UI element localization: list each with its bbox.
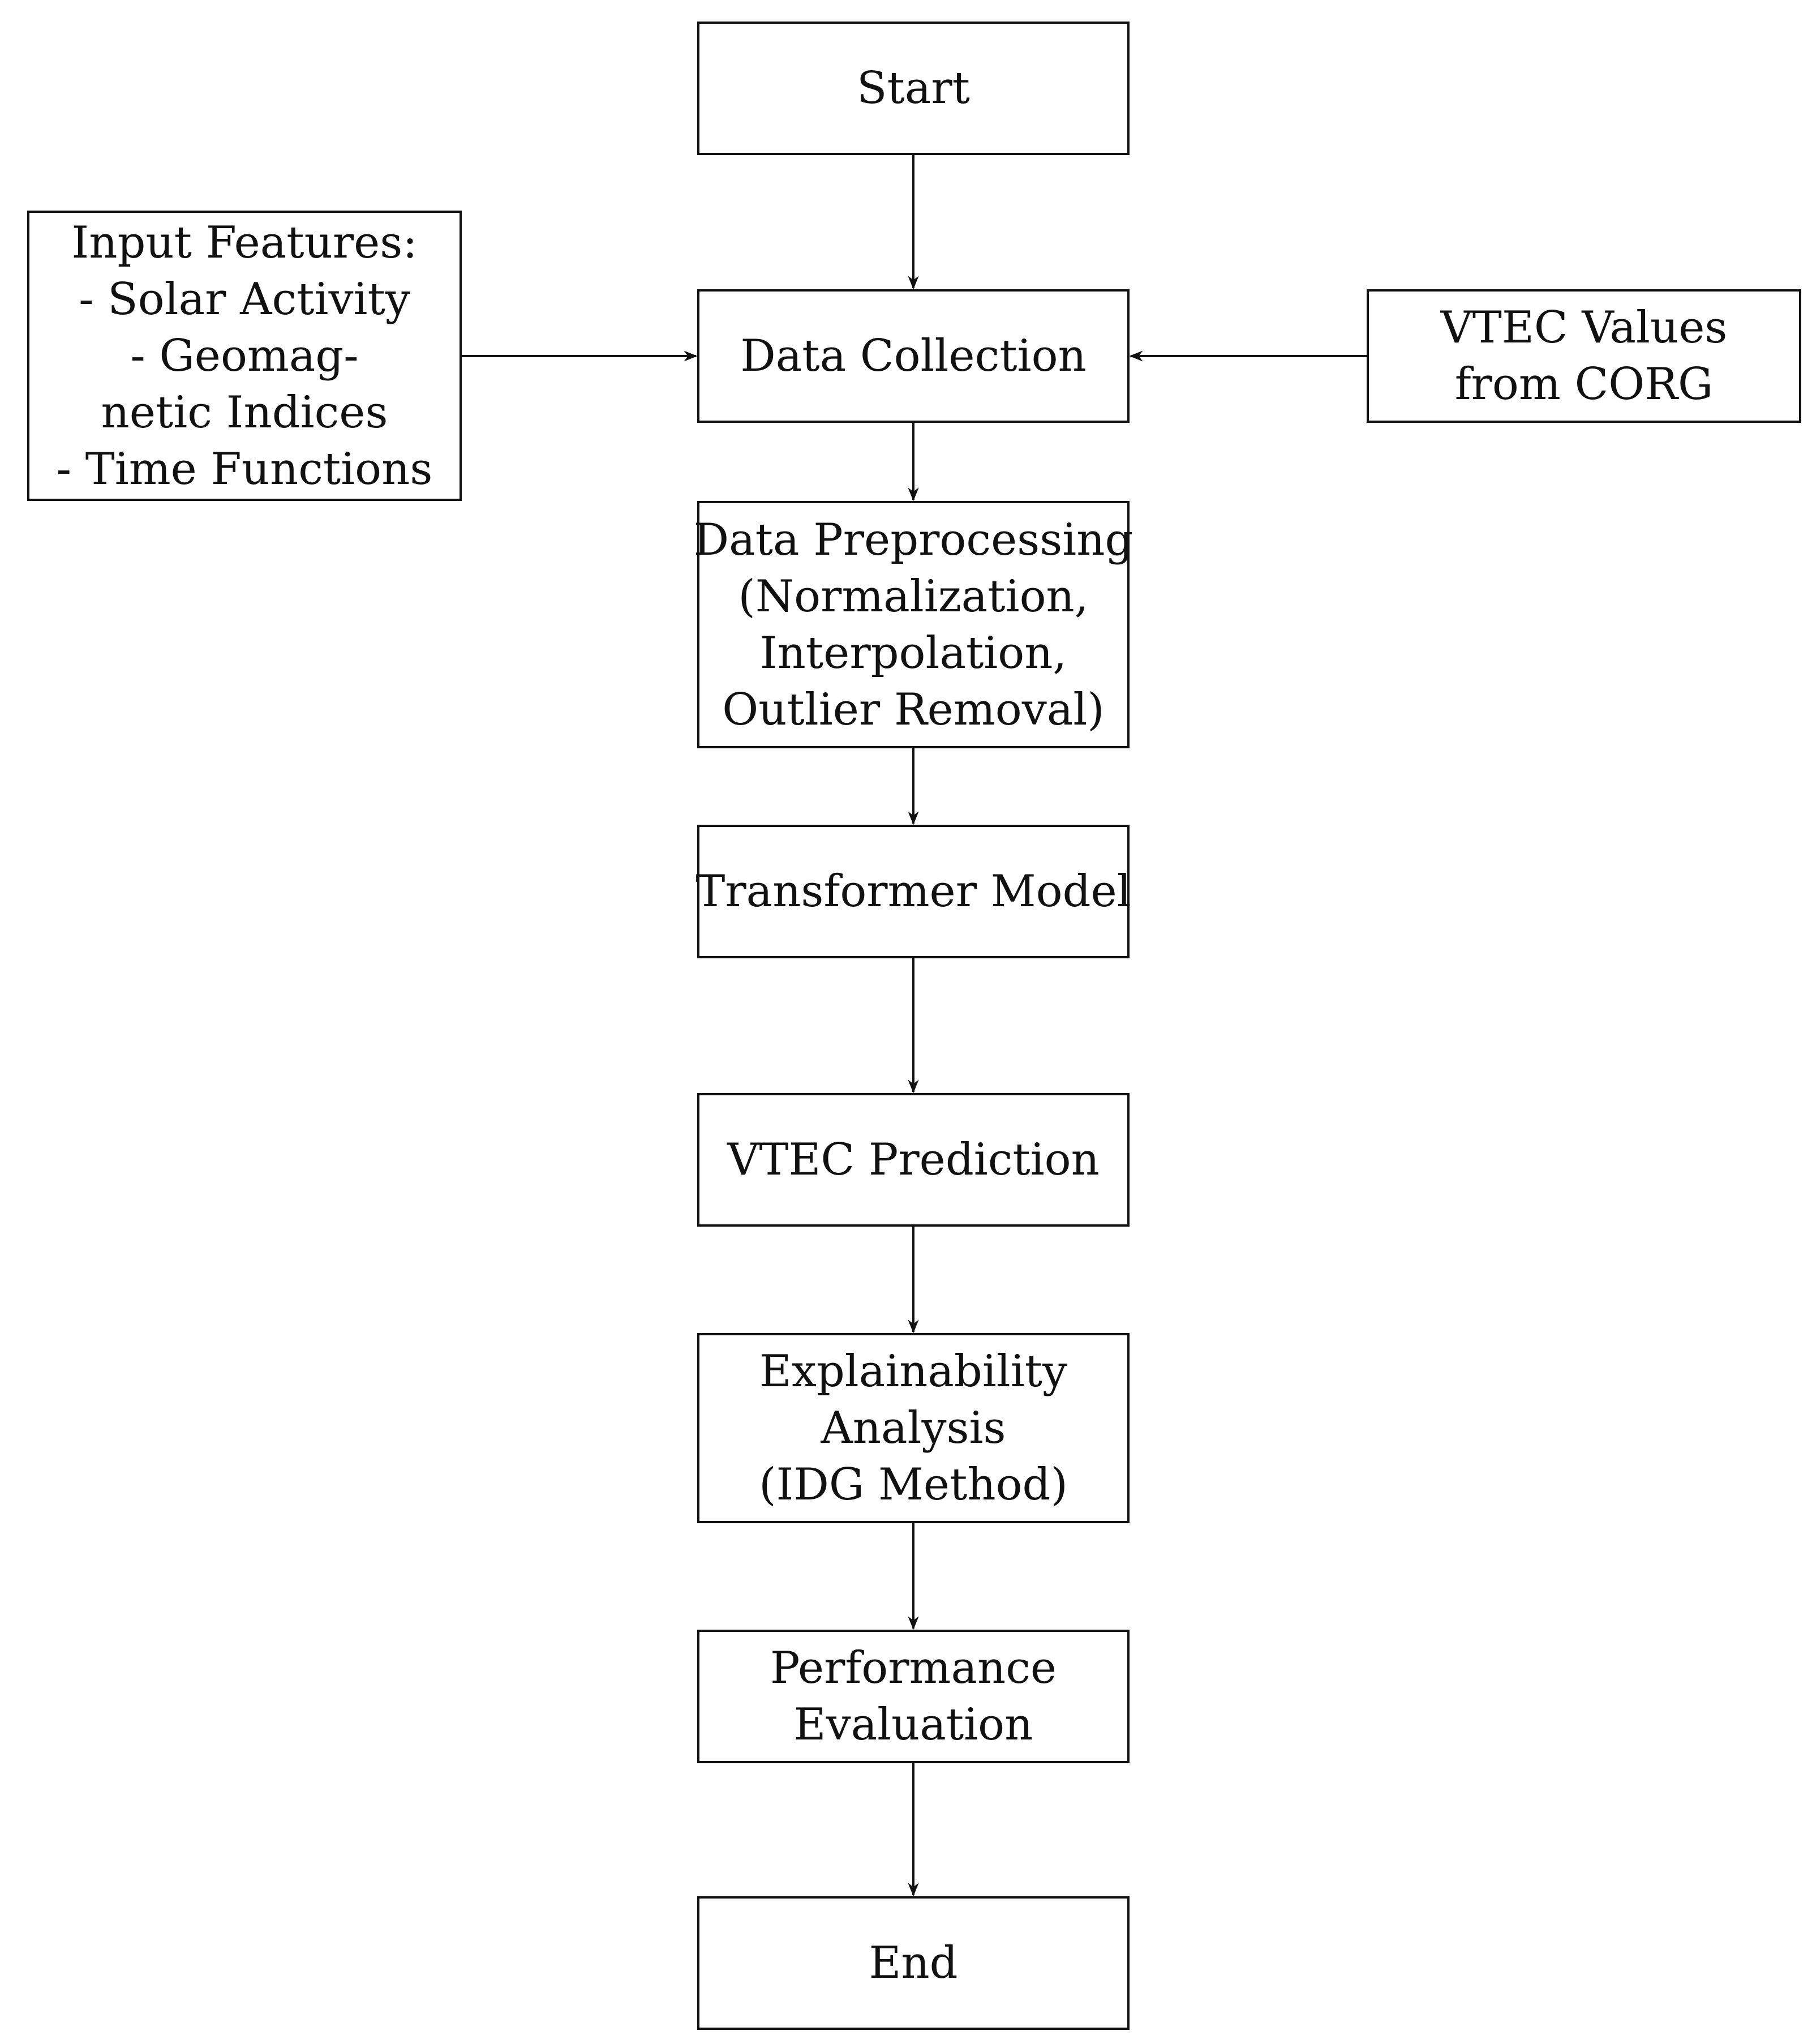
node-label-line: VTEC Prediction <box>727 1134 1100 1185</box>
node-label-line: Performance <box>770 1643 1057 1694</box>
node-label-line: Start <box>857 63 970 114</box>
node-label-line: netic Indices <box>101 387 388 438</box>
node-label-line: - Geomag- <box>130 330 359 382</box>
input-features-node: Input Features: - Solar Activity - Geoma… <box>27 211 462 501</box>
performance-evaluation-node: Performance Evaluation <box>697 1630 1130 1763</box>
transformer-model-node: Transformer Model <box>695 825 1131 958</box>
node-label-line: Input Features: <box>71 217 418 268</box>
vtec-prediction-node: VTEC Prediction <box>697 1093 1130 1227</box>
node-label-line: Analysis <box>821 1403 1006 1454</box>
node-label-line: (Normalization, <box>738 571 1089 622</box>
node-label-line: - Time Functions <box>56 443 433 495</box>
vtec-values-node: VTEC Values from CORG <box>1367 289 1801 423</box>
data-collection-node: Data Collection <box>697 289 1130 423</box>
node-label-line: Data Preprocessing <box>693 514 1133 565</box>
end-node: End <box>697 1896 1130 2030</box>
explainability-node: Explainability Analysis (IDG Method) <box>697 1333 1130 1523</box>
node-label-line: Data Collection <box>740 331 1087 382</box>
node-label-line: (IDG Method) <box>759 1459 1068 1510</box>
node-label-line: Outlier Removal) <box>722 684 1105 735</box>
node-label-line: from CORG <box>1454 359 1714 410</box>
node-label-line: VTEC Values <box>1440 302 1728 353</box>
node-label-line: Interpolation, <box>759 627 1067 679</box>
data-preprocessing-node: Data Preprocessing (Normalization, Inter… <box>693 501 1133 748</box>
node-label-line: Transformer Model <box>695 866 1131 917</box>
start-node: Start <box>697 22 1130 155</box>
node-label-line: Explainability <box>759 1346 1068 1397</box>
node-label-line: End <box>869 1938 958 1989</box>
node-label-line: Evaluation <box>793 1699 1033 1750</box>
node-label-line: - Solar Activity <box>79 273 410 325</box>
